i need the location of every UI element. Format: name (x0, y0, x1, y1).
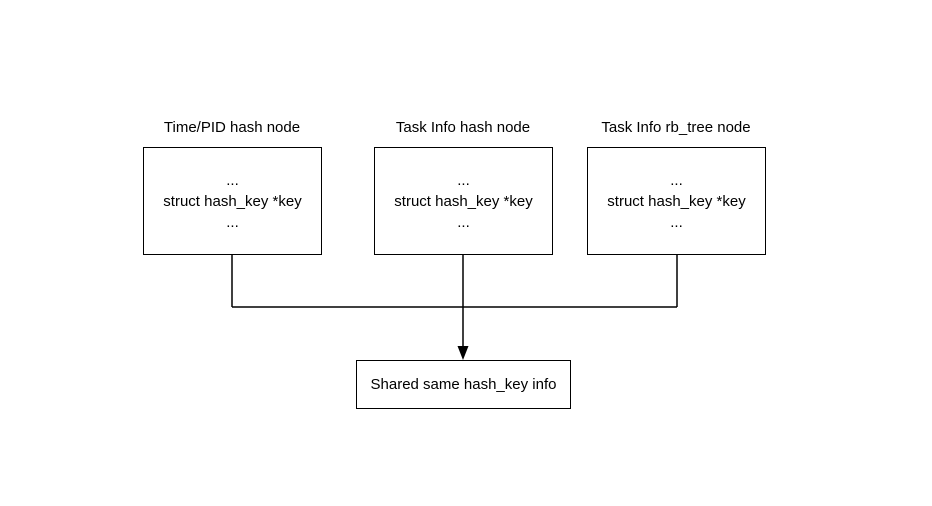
node-line-field: struct hash_key *key (163, 192, 302, 210)
node-line-ellipsis: ... (226, 213, 239, 231)
node-line-field: struct hash_key *key (394, 192, 533, 210)
node-line-ellipsis: ... (670, 171, 683, 189)
shared-hash-key-box: Shared same hash_key info (356, 360, 571, 409)
node-title-task-info-hash: Task Info hash node (395, 119, 531, 136)
arrowhead (457, 346, 469, 360)
shared-hash-key-label: Shared same hash_key info (370, 376, 557, 393)
node-line-ellipsis: ... (670, 213, 683, 231)
node-box-time-pid: ... struct hash_key *key ... (143, 147, 322, 255)
node-line-ellipsis: ... (226, 171, 239, 189)
node-line-ellipsis: ... (457, 213, 470, 231)
node-line-ellipsis: ... (457, 171, 470, 189)
node-box-task-info-hash: ... struct hash_key *key ... (374, 147, 553, 255)
node-line-field: struct hash_key *key (607, 192, 746, 210)
node-title-task-info-rbtree: Task Info rb_tree node (601, 119, 751, 136)
node-title-time-pid: Time/PID hash node (163, 119, 301, 136)
node-box-task-info-rbtree: ... struct hash_key *key ... (587, 147, 766, 255)
